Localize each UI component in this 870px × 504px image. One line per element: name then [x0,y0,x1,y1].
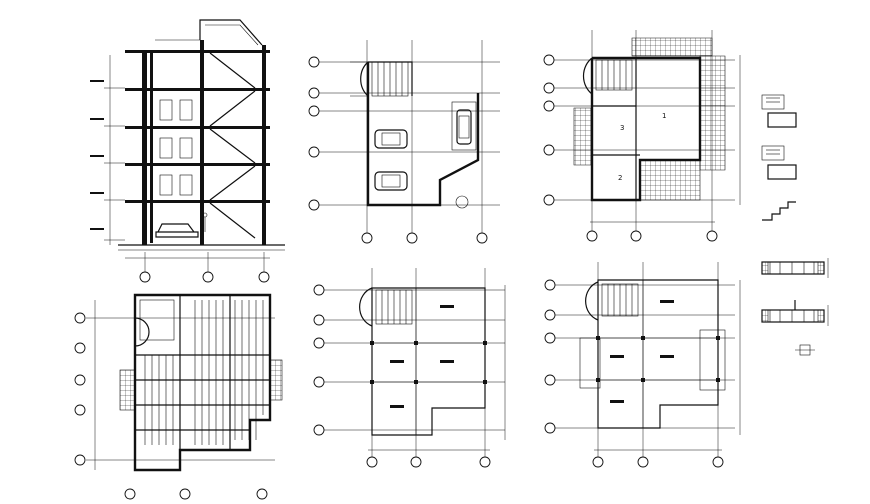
detail-symbols [761,94,797,221]
column-marks-b [596,300,720,403]
column-marks [370,305,487,408]
level-markers [90,55,125,245]
room-tag: 3 [620,124,624,132]
column-plan-b [544,262,741,468]
beam-framing-plan [74,293,283,500]
room-tag: 1 [662,112,666,120]
building-section [90,19,285,283]
car-icon [155,223,199,238]
typical-floor-plan: 1 2 3 [543,30,741,242]
room-tag: 2 [618,174,622,182]
section-floors [125,50,270,203]
ground-floor-plan [308,40,500,244]
framing-joists [135,295,270,470]
stair-curve [360,61,369,97]
beam-details [761,258,829,356]
column-plan-a [313,268,506,468]
stair-detail [762,201,796,221]
parking-cars [374,109,472,191]
